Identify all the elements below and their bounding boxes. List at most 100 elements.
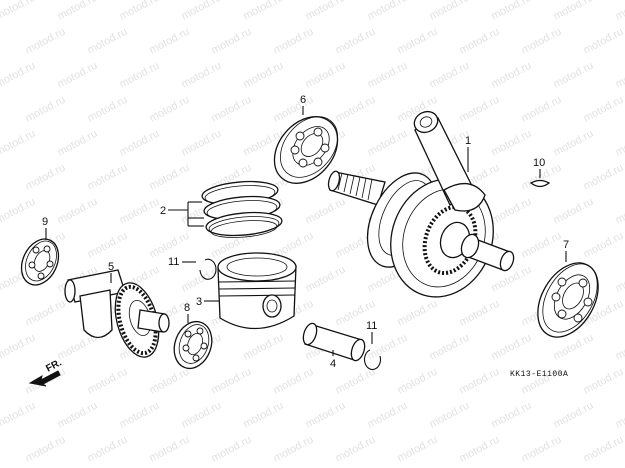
watermark-text-132: motod.ru [365, 400, 409, 431]
watermark-text-141: motod.ru [271, 434, 315, 465]
watermark-text-13: motod.ru [147, 26, 191, 57]
watermark-text-9: motod.ru [551, 0, 595, 23]
callout-4: 4 [330, 358, 336, 370]
watermark-text-63: motod.ru [0, 196, 37, 227]
watermark-text-40: motod.ru [519, 94, 563, 125]
callout-5: 5 [108, 261, 114, 273]
watermark-text-95: motod.ru [23, 298, 67, 329]
bearing-part-6 [273, 116, 339, 184]
watermark-text-127: motod.ru [55, 400, 99, 431]
watermark-text-3: motod.ru [179, 0, 223, 23]
watermark-text-43: motod.ru [55, 128, 99, 159]
watermark-text-42: motod.ru [0, 128, 37, 159]
callout-10: 10 [533, 157, 545, 169]
watermark-text-82: motod.ru [519, 230, 563, 261]
watermark-text-50: motod.ru [489, 128, 533, 159]
callout-7: 7 [563, 239, 569, 251]
watermark-text-73: motod.ru [613, 196, 625, 227]
watermark-text-125: motod.ru [581, 366, 625, 397]
watermark-text-35: motod.ru [209, 94, 253, 125]
bearing-part-7 [537, 262, 599, 338]
watermark-text-2: motod.ru [117, 0, 161, 23]
watermark-text-19: motod.ru [519, 26, 563, 57]
watermark-text-133: motod.ru [427, 400, 471, 431]
callout-1: 1 [465, 135, 471, 147]
watermark-text-14: motod.ru [209, 26, 253, 57]
watermark-text-25: motod.ru [241, 60, 285, 91]
watermark-text-102: motod.ru [457, 298, 501, 329]
watermark-text-45: motod.ru [179, 128, 223, 159]
piston-pin-part-4 [302, 322, 366, 362]
watermark-text-23: motod.ru [117, 60, 161, 91]
watermark-text-94: motod.ru [613, 264, 625, 295]
watermark-text-129: motod.ru [179, 400, 223, 431]
watermark-text-145: motod.ru [519, 434, 563, 465]
watermark-text-117: motod.ru [85, 366, 129, 397]
watermark-text-16: motod.ru [333, 26, 377, 57]
watermark-text-134: motod.ru [489, 400, 533, 431]
watermark-text-28: motod.ru [427, 60, 471, 91]
watermark-text-139: motod.ru [147, 434, 191, 465]
watermark-text-8: motod.ru [489, 0, 533, 23]
watermark-text-17: motod.ru [395, 26, 439, 57]
watermark-text-15: motod.ru [271, 26, 315, 57]
watermark-text-10: motod.ru [613, 0, 625, 23]
watermark-text-112: motod.ru [427, 332, 471, 363]
watermark-text-24: motod.ru [179, 60, 223, 91]
watermark-text-126: motod.ru [0, 400, 37, 431]
front-direction-arrow: FR. [28, 357, 64, 387]
watermark-text-109: motod.ru [241, 332, 285, 363]
watermark-text-128: motod.ru [117, 400, 161, 431]
circlip-part-11-upper [199, 258, 217, 280]
watermark-text-34: motod.ru [147, 94, 191, 125]
leader-lines [45, 106, 567, 356]
watermark-text-75: motod.ru [85, 230, 129, 261]
watermark-text-138: motod.ru [85, 434, 129, 465]
watermark-text-142: motod.ru [333, 434, 377, 465]
watermark-text-21: motod.ru [0, 60, 37, 91]
watermark-text-31: motod.ru [613, 60, 625, 91]
watermark-text-87: motod.ru [179, 264, 223, 295]
watermark-text-71: motod.ru [489, 196, 533, 227]
watermark-text-89: motod.ru [303, 264, 347, 295]
watermark-text-32: motod.ru [23, 94, 67, 125]
watermark-text-68: motod.ru [303, 196, 347, 227]
watermark-text-55: motod.ru [147, 162, 191, 193]
watermark-text-121: motod.ru [333, 366, 377, 397]
watermark-text-65: motod.ru [117, 196, 161, 227]
watermark-text-27: motod.ru [365, 60, 409, 91]
watermark-text-136: motod.ru [613, 400, 625, 431]
callout-6: 6 [300, 94, 306, 106]
watermark-text-26: motod.ru [303, 60, 347, 91]
callout-11-upper: 11 [168, 256, 179, 268]
bearing-part-9 [20, 238, 60, 286]
callout-3: 3 [196, 296, 202, 308]
watermark-text-1: motod.ru [55, 0, 99, 23]
watermark-text-4: motod.ru [241, 0, 285, 23]
watermark-text-11: motod.ru [23, 26, 67, 57]
piston-rings-part-2 [201, 180, 283, 238]
watermark-text-53: motod.ru [23, 162, 67, 193]
watermark-text-64: motod.ru [55, 196, 99, 227]
watermark-text-6: motod.ru [365, 0, 409, 23]
watermark-text-140: motod.ru [209, 434, 253, 465]
watermark-text-113: motod.ru [489, 332, 533, 363]
watermark-text-83: motod.ru [581, 230, 625, 261]
watermark-text-12: motod.ru [85, 26, 129, 57]
watermark-text-115: motod.ru [613, 332, 625, 363]
watermark-text-20: motod.ru [581, 26, 625, 57]
watermark-text-130: motod.ru [241, 400, 285, 431]
watermark-text-123: motod.ru [457, 366, 501, 397]
watermark-text-30: motod.ru [551, 60, 595, 91]
watermark-text-144: motod.ru [457, 434, 501, 465]
watermark-text-7: motod.ru [427, 0, 471, 23]
watermark-text-22: motod.ru [55, 60, 99, 91]
diagram-code: KK13-E1100A [510, 370, 568, 379]
watermark-text-101: motod.ru [395, 298, 439, 329]
watermark-text-131: motod.ru [303, 400, 347, 431]
watermark-text-72: motod.ru [551, 196, 595, 227]
watermark-text-18: motod.ru [457, 26, 501, 57]
watermark-text-5: motod.ru [303, 0, 347, 23]
watermark-text-135: motod.ru [551, 400, 595, 431]
